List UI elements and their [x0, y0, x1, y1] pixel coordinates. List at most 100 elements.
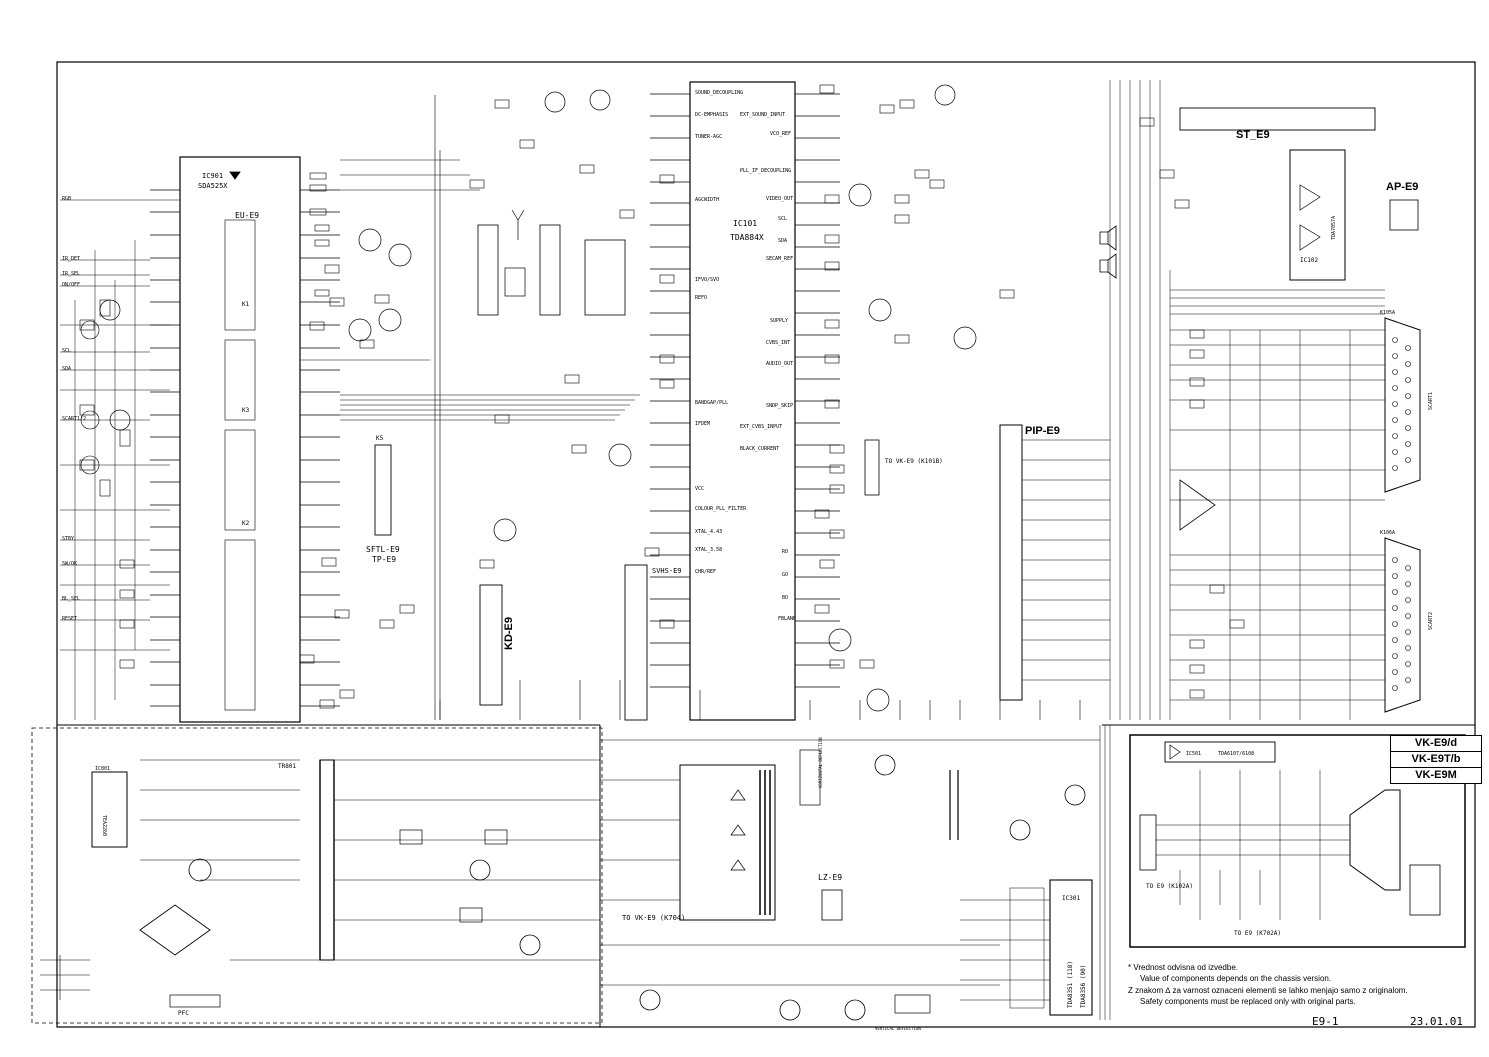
svg-text:K106A: K106A	[1380, 530, 1395, 536]
svg-text:TDA7057A: TDA7057A	[1331, 216, 1337, 240]
svg-text:SCART2: SCART2	[1428, 612, 1434, 630]
ic101-part: TDA884X	[730, 233, 764, 242]
sheet-date: 23.01.01	[1410, 1015, 1463, 1028]
svg-text:EXT_CVBS_INPUT: EXT_CVBS_INPUT	[740, 424, 782, 430]
svg-text:TP-E9: TP-E9	[372, 555, 396, 564]
svg-text:SCART1: SCART1	[1428, 392, 1434, 410]
svg-text:TDA8356 (90): TDA8356 (90)	[1080, 965, 1087, 1008]
svg-text:ON/OFF: ON/OFF	[62, 282, 80, 288]
svg-text:K5: K5	[376, 435, 384, 442]
svg-text:SFTL-E9: SFTL-E9	[366, 545, 400, 554]
svg-text:BO: BO	[782, 595, 788, 601]
svg-text:TDA8351 (118): TDA8351 (118)	[1067, 961, 1074, 1008]
svg-text:PLL_IF_DECOUPLING: PLL_IF_DECOUPLING	[740, 168, 791, 174]
svg-text:ST_E9: ST_E9	[1236, 129, 1270, 141]
svhs-connector	[624, 564, 648, 721]
vk-e9t-b-label: VK-E9T/b	[1390, 751, 1482, 768]
svg-text:REFO: REFO	[695, 295, 707, 301]
svg-text:SW/OK: SW/OK	[62, 561, 77, 567]
scart2-connector	[1384, 537, 1421, 713]
svg-text:SCART1/2: SCART1/2	[62, 416, 86, 422]
flyback-transformer	[679, 764, 776, 921]
bridge-rectifier	[139, 904, 211, 956]
svg-text:SNDP_SKIP: SNDP_SKIP	[766, 403, 793, 409]
tr801-transformer	[319, 759, 335, 961]
svg-text:COLOUR_PLL_FILTER: COLOUR_PLL_FILTER	[695, 506, 747, 512]
svg-text:SCL: SCL	[62, 348, 71, 354]
svg-text:BANDGAP/PLL: BANDGAP/PLL	[695, 400, 728, 406]
svg-text:GO: GO	[782, 572, 788, 578]
vk-e9m-label: VK-E9M	[1390, 767, 1482, 784]
svg-text:TDA6107/6108: TDA6107/6108	[1218, 751, 1254, 757]
svg-text:IC801: IC801	[95, 766, 110, 772]
svg-text:HORIZONTAL DEFLECTION: HORIZONTAL DEFLECTION	[818, 737, 823, 788]
kd-connector	[479, 584, 503, 706]
svg-text:IC501: IC501	[1186, 751, 1201, 757]
svg-text:IR_DET: IR_DET	[62, 256, 80, 262]
svg-text:TO E9 (K702A): TO E9 (K702A)	[1234, 930, 1281, 937]
svg-text:VIDEO_OUT: VIDEO_OUT	[766, 196, 793, 202]
svg-text:K3: K3	[242, 407, 250, 414]
svg-text:FBLANK: FBLANK	[778, 616, 796, 622]
svg-text:VCC: VCC	[695, 486, 704, 492]
ic301-body	[1049, 879, 1093, 1016]
svg-text:SUPPLY: SUPPLY	[770, 318, 788, 324]
ic901-ref: IC901	[202, 172, 223, 180]
svg-text:PIP-E9: PIP-E9	[1025, 425, 1060, 437]
ic101-ref: IC101	[733, 219, 757, 228]
svg-text:SOUND_DECOUPLING: SOUND_DECOUPLING	[695, 90, 743, 96]
svg-text:IR_SEL: IR_SEL	[62, 271, 80, 277]
ic102-body	[1289, 149, 1346, 281]
svg-text:TO VK-E9 (K704): TO VK-E9 (K704)	[622, 914, 685, 922]
svg-text:XTAL_4.43: XTAL_4.43	[695, 529, 722, 535]
ic801-body	[91, 771, 128, 848]
ic901-body	[179, 156, 301, 723]
scart1-connector	[1384, 317, 1421, 493]
svg-text:AUDIO_OUT: AUDIO_OUT	[766, 361, 793, 367]
svg-text:TEA2260: TEA2260	[101, 815, 107, 836]
svg-text:BLACK_CURRENT: BLACK_CURRENT	[740, 446, 779, 452]
svg-text:SECAM_REF: SECAM_REF	[766, 256, 793, 262]
eu-module-label: EU-E9	[235, 211, 259, 220]
svg-text:EXT_SOUND_INPUT: EXT_SOUND_INPUT	[740, 112, 785, 118]
vk-e9-d-label: VK-E9/d	[1390, 735, 1482, 752]
svg-text:PFC: PFC	[178, 1010, 189, 1017]
svg-text:RGB: RGB	[62, 196, 71, 202]
svg-text:IC301: IC301	[1062, 895, 1080, 902]
ic901-part: SDA525X	[198, 182, 228, 190]
note-value-sl: * Vrednost odvisna od izvedbe.	[1128, 963, 1238, 972]
svg-text:TR801: TR801	[278, 763, 296, 770]
outer-frame	[56, 61, 1476, 1028]
svg-text:RO: RO	[782, 549, 788, 555]
st-e9-connector	[1179, 107, 1376, 131]
note-value-en: Value of components depends on the chass…	[1140, 974, 1332, 983]
svg-text:KD-E9: KD-E9	[503, 617, 515, 650]
svg-text:DC-EMPHASIS: DC-EMPHASIS	[695, 112, 728, 118]
svg-text:TO VK-E9 (K101B): TO VK-E9 (K101B)	[885, 458, 943, 465]
svg-text:AGCWIDTH: AGCWIDTH	[695, 197, 719, 203]
vk-module-box	[1129, 734, 1466, 948]
svg-text:VCO_REF: VCO_REF	[770, 131, 791, 137]
svg-text:XTAL_3.58: XTAL_3.58	[695, 547, 722, 553]
note-safety-sl: Z znakom ∆ za varnost oznaceni elementi …	[1128, 986, 1408, 995]
svg-text:VERTICAL DEFLECTION: VERTICAL DEFLECTION	[875, 1026, 921, 1031]
svg-text:TO E9 (K102A): TO E9 (K102A)	[1146, 883, 1193, 890]
svg-text:STBY: STBY	[62, 536, 74, 542]
svg-text:K1: K1	[242, 301, 250, 308]
svg-text:SDA: SDA	[778, 238, 787, 244]
pip-connector	[999, 424, 1023, 701]
left-signal-labels: RGB SCL SDA IR_DET IR_SEL ON/OFF SCART1/…	[62, 196, 86, 622]
svg-text:AP-E9: AP-E9	[1386, 181, 1418, 193]
svg-text:IC102: IC102	[1300, 257, 1318, 264]
svg-text:K105A: K105A	[1380, 310, 1395, 316]
svg-text:K2: K2	[242, 520, 250, 527]
svg-text:RESET: RESET	[62, 616, 77, 622]
power-supply-section	[31, 727, 603, 1024]
ic101-pin-labels: SOUND_DECOUPLING DC-EMPHASIS TUNER-AGC A…	[695, 90, 796, 622]
svg-text:LZ-E9: LZ-E9	[818, 873, 842, 882]
svg-text:CVBS_INT: CVBS_INT	[766, 340, 790, 346]
note-safety-en: Safety components must be replaced only …	[1140, 997, 1356, 1006]
svg-text:SVHS-E9: SVHS-E9	[652, 567, 682, 575]
